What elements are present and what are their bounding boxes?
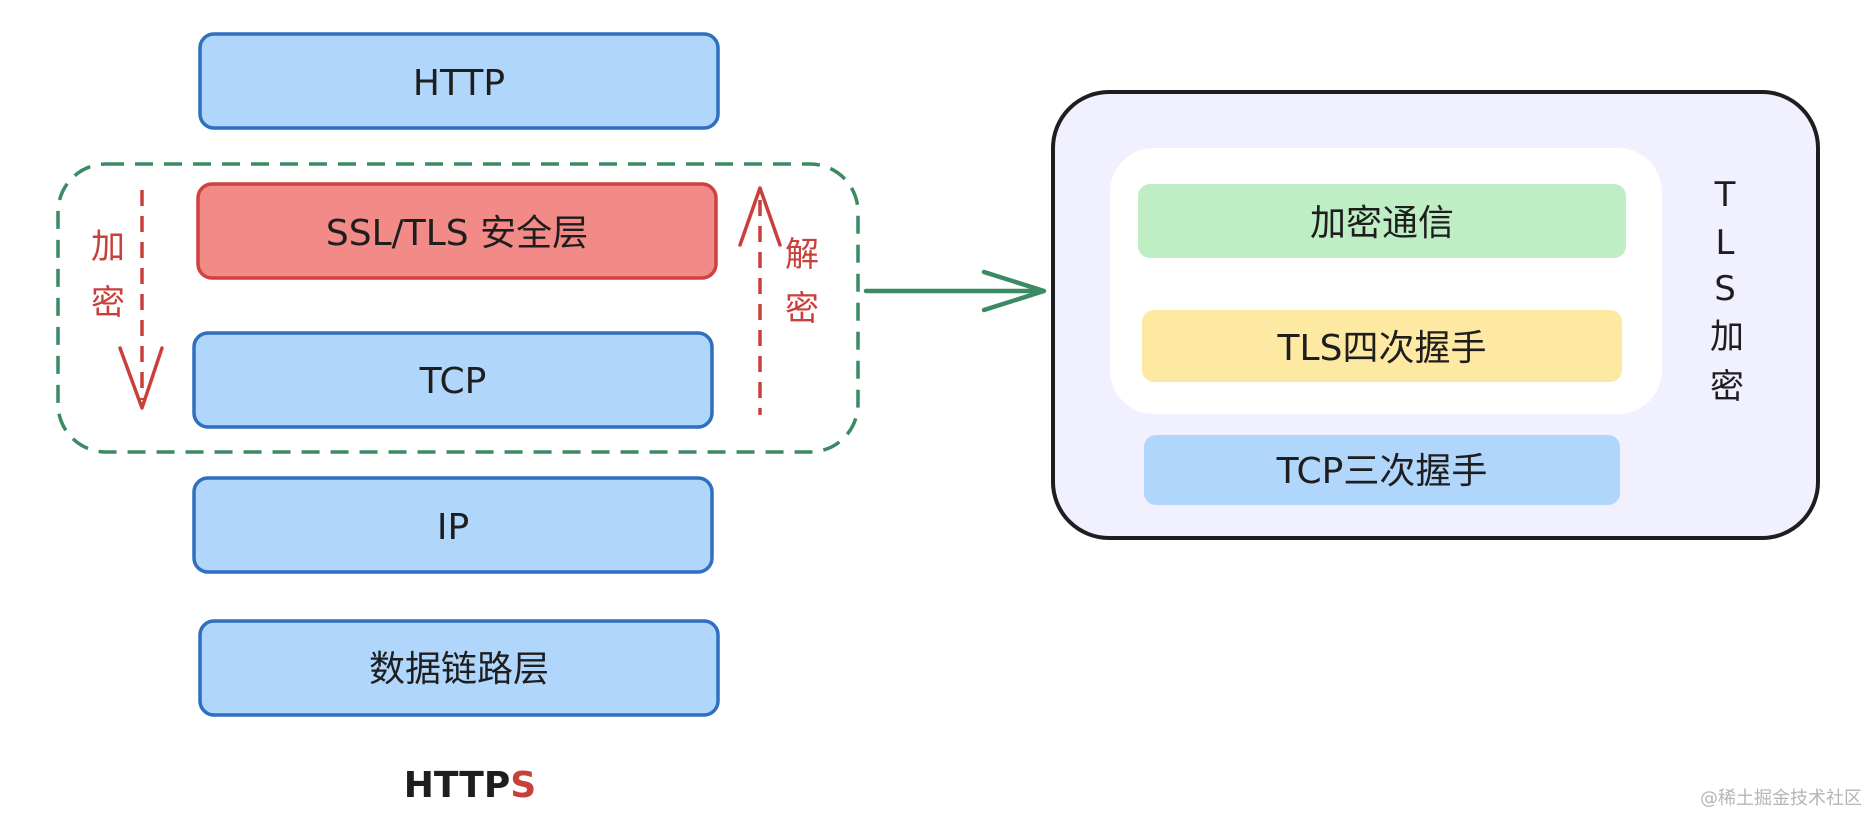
encrypted-communication-label: 加密通信 [1310,203,1454,244]
tls-four-way-handshake-box: TLS四次握手 [1142,310,1622,382]
decrypt-up-arrow-icon [738,186,782,415]
layer-ip-label: IP [437,507,469,548]
tcp-three-way-handshake-box: TCP三次握手 [1144,435,1620,505]
tls-title-char-4: 加 [1710,317,1744,357]
watermark-text: @稀土掘金技术社区 [1700,788,1862,809]
decrypt-label-char-2: 密 [785,289,819,329]
layer-tcp: TCP [192,331,714,429]
layer-datalink: 数据链路层 [198,619,720,717]
tls-encryption-vertical-title: T L S 加 密 [1710,175,1744,407]
layer-http-label: HTTP [413,63,505,104]
footer-https-suffix: S [510,765,536,806]
layer-datalink-label: 数据链路层 [369,649,549,690]
tls-title-char-5: 密 [1710,367,1744,407]
encryption-group-dashed-box [56,162,860,454]
decrypt-label-char-1: 解 [785,235,819,275]
footer-https-prefix: HTTP [404,765,510,806]
layer-http: HTTP [198,32,720,130]
tcp-three-way-handshake-label: TCP三次握手 [1276,451,1488,492]
encrypted-communication-box: 加密通信 [1138,184,1626,258]
layer-ssl-tls: SSL/TLS 安全层 [196,182,718,280]
tls-title-char-1: T [1714,175,1736,215]
footer-https-title: HTTPS [404,765,536,806]
connector-arrow-icon [863,269,1047,313]
encrypt-label-char-2: 密 [91,283,125,323]
layer-ssl-tls-label: SSL/TLS 安全层 [326,213,588,254]
layer-ip: IP [192,476,714,574]
layer-tcp-label: TCP [419,361,487,402]
encrypt-label-char-1: 加 [91,227,125,267]
tls-four-way-handshake-label: TLS四次握手 [1277,328,1487,369]
tls-title-char-3: S [1714,269,1736,309]
encrypt-down-arrow-icon [118,190,164,410]
tls-title-char-2: L [1716,223,1735,263]
